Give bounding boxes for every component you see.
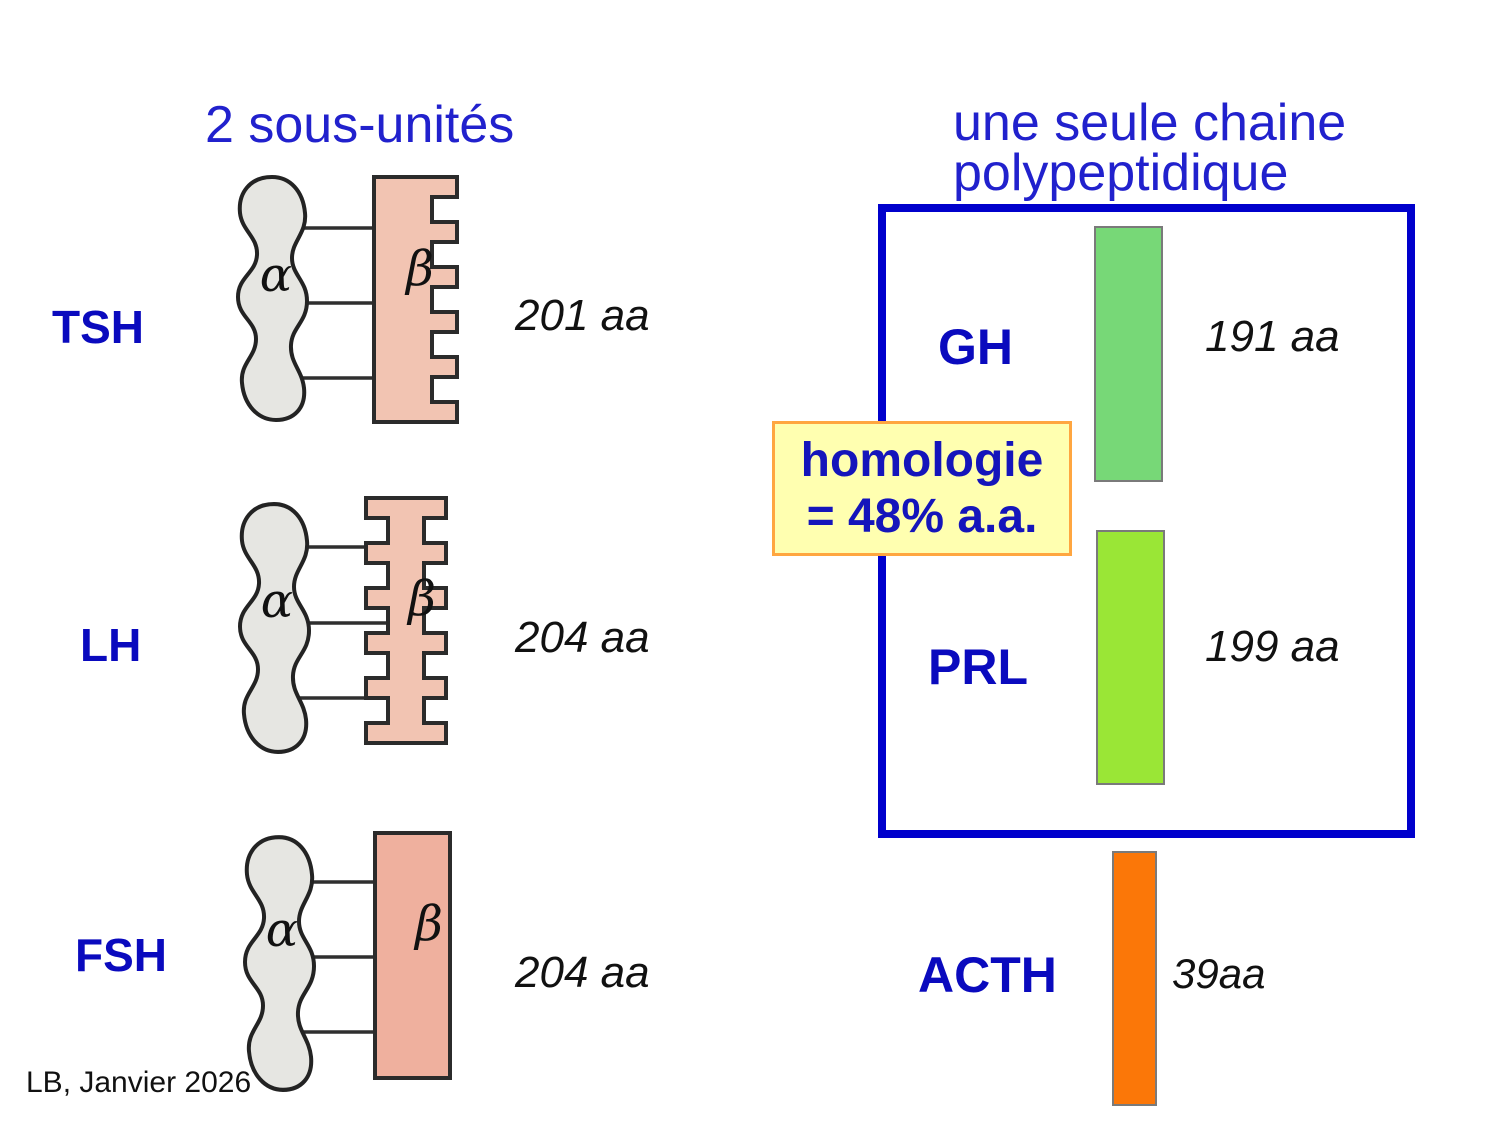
- homology-note-box: homologie = 48% a.a.: [772, 421, 1072, 556]
- prl-length-label: 199 aa: [1205, 622, 1340, 671]
- hormone-label-tsh: TSH: [52, 301, 144, 353]
- lh-length-label: 204 aa: [515, 613, 650, 662]
- tsh-beta-subunit-shape: [372, 175, 459, 424]
- lh-structure-diagram: α β: [237, 496, 448, 754]
- homology-note-line1: homologie: [800, 433, 1044, 487]
- hormone-label-acth: ACTH: [918, 947, 1057, 1003]
- hormone-label-gh: GH: [938, 319, 1013, 375]
- tsh-alpha-label: α: [260, 247, 292, 303]
- fsh-length-label: 204 aa: [515, 948, 650, 997]
- tsh-alpha-subunit-shape: [235, 174, 310, 423]
- hormone-label-prl: PRL: [928, 639, 1028, 695]
- acth-length-label: 39aa: [1172, 950, 1266, 997]
- gh-chain-bar: [1094, 226, 1163, 482]
- fsh-structure-diagram: α β: [242, 831, 452, 1092]
- hormone-label-lh: LH: [80, 619, 142, 671]
- tsh-structure-diagram: α β: [235, 174, 459, 424]
- tsh-length-label: 201 aa: [515, 291, 650, 340]
- prl-chain-bar: [1096, 530, 1165, 785]
- homology-note-line2: = 48% a.a.: [806, 489, 1038, 543]
- footer-credit: LB, Janvier 2026: [26, 1066, 252, 1099]
- right-title-line2: polypeptidique: [953, 144, 1289, 202]
- right-column-title: une seule chaine polypeptidique: [953, 94, 1347, 202]
- fsh-alpha-label: α: [266, 902, 298, 958]
- fsh-beta-label: β: [413, 896, 443, 952]
- lh-beta-label: β: [406, 571, 436, 627]
- lh-beta-subunit-shape: [364, 496, 448, 745]
- lh-alpha-subunit-shape: [237, 502, 312, 754]
- left-column-title: 2 sous-unités: [205, 96, 515, 154]
- acth-chain-bar: [1112, 851, 1157, 1106]
- lh-alpha-label: α: [261, 573, 293, 629]
- fsh-alpha-subunit-shape: [242, 835, 317, 1092]
- gh-length-label: 191 aa: [1205, 312, 1340, 361]
- tsh-beta-label: β: [404, 241, 434, 297]
- right-title-line1: une seule chaine: [953, 94, 1347, 152]
- fsh-beta-subunit-shape: [373, 831, 452, 1080]
- hormone-label-fsh: FSH: [75, 929, 167, 981]
